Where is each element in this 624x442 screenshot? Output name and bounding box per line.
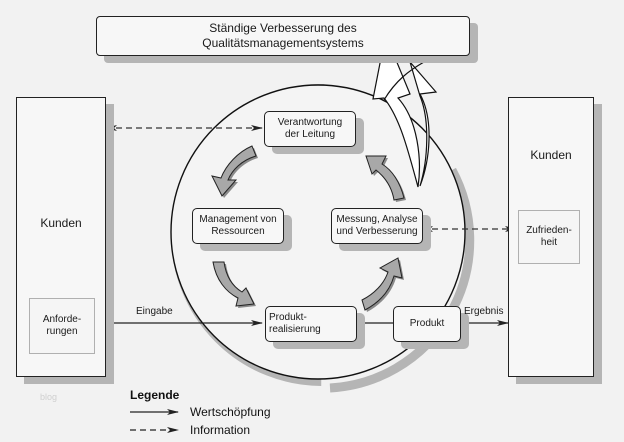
cycle-arrow-measurement-to-management (365, 155, 406, 202)
title-line-1: Ständige Verbesserung des (209, 21, 357, 35)
watermark-text: blog (40, 392, 58, 402)
cycle-arrow-management-to-resources (211, 145, 258, 198)
requirements-box: Anforde- rungen (29, 298, 95, 354)
satisfaction-line-1: Zufrieden- (526, 224, 572, 236)
process-management-responsibility: Verantwortung der Leitung (264, 111, 356, 147)
improvement-arrow (372, 57, 438, 188)
customer-right-label: Kunden (530, 148, 572, 162)
resources-line-1: Management von (199, 214, 277, 225)
process-resource-management: Management von Ressourcen (192, 208, 284, 244)
realization-line-1: Produkt- (269, 312, 307, 323)
requirements-line-2: rungen (46, 326, 78, 337)
input-label: Eingabe (136, 306, 173, 317)
title-line-2: Qualitätsmanagementsystems (202, 36, 364, 50)
management-line-1: Verantwortung (277, 117, 343, 128)
customer-left-label: Kunden (40, 216, 82, 230)
process-measurement-analysis: Messung, Analyse und Verbesserung (331, 208, 423, 244)
legend-title: Legende (130, 388, 180, 402)
product-box: Produkt (393, 306, 461, 342)
output-label: Ergebnis (464, 306, 504, 317)
satisfaction-line-2: heit (540, 237, 558, 248)
process-product-realization: Produkt- realisierung (265, 306, 357, 342)
cycle-arrow-realization-to-measurement (361, 257, 404, 312)
measurement-line-1: Messung, Analyse (336, 214, 418, 225)
management-line-2: der Leitung (284, 129, 336, 140)
realization-line-2: realisierung (269, 324, 321, 335)
legend-item-value-creation: Wertschöpfung (190, 405, 271, 419)
requirements-line-1: Anforde- (42, 313, 82, 325)
measurement-line-2: und Verbesserung (336, 226, 418, 237)
satisfaction-box: Zufrieden- heit (518, 210, 580, 264)
cycle-arrow-resources-to-realization (212, 261, 256, 308)
customer-left-column: Kunden Anforde- rungen (16, 97, 106, 377)
customer-right-column: Kunden Zufrieden- heit (508, 97, 594, 377)
continual-improvement-box: Ständige Verbesserung des Qualitätsmanag… (96, 16, 470, 56)
legend-item-information: Information (190, 423, 251, 437)
product-label: Produkt (409, 318, 445, 329)
resources-line-2: Ressourcen (211, 226, 265, 237)
